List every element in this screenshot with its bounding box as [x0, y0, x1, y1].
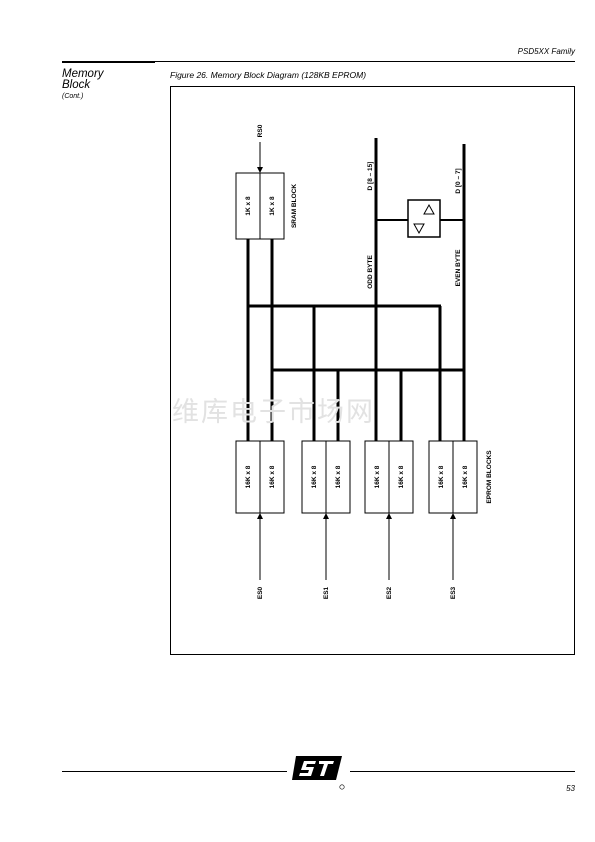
eprom-0b-label: 16K x 8	[269, 465, 276, 488]
section-title-line1: Memory	[62, 68, 104, 80]
sram-bus-wiring	[246, 239, 465, 441]
figure-caption: Figure 26. Memory Block Diagram (128KB E…	[170, 70, 367, 80]
section-title: Memory Block	[62, 69, 104, 90]
footer-rule-right	[350, 771, 575, 772]
d-low-label: D [0 – 7]	[455, 168, 462, 193]
eprom-bus-wiring	[312, 306, 442, 441]
sram-cell-1-label: 1K x 8	[245, 196, 252, 216]
rs0-label: RS0	[257, 124, 264, 137]
eprom-0a-label: 16K x 8	[245, 465, 252, 488]
footer-rule-left	[62, 771, 287, 772]
eprom-block-1: 16K x 8 16K x 8	[301, 440, 351, 514]
section-cont: (Cont.)	[62, 93, 84, 100]
watermark-text: 维库电子市场网	[172, 397, 375, 428]
eprom-1a-label: 16K x 8	[311, 465, 318, 488]
page-number: 53	[566, 784, 575, 793]
es2-label: ES2	[386, 586, 393, 599]
figure-frame	[170, 86, 575, 655]
eprom-select-arrows	[257, 513, 456, 580]
eprom-2b-label: 16K x 8	[398, 465, 405, 488]
eprom-3a-label: 16K x 8	[438, 465, 445, 488]
eprom-1b-label: 16K x 8	[335, 465, 342, 488]
d-high-label: D [8 – 15]	[367, 162, 374, 191]
es3-label: ES3	[450, 586, 457, 599]
bus-transceiver	[377, 199, 463, 238]
header-family: PSD5XX Family	[517, 47, 575, 56]
eprom-3b-label: 16K x 8	[462, 465, 469, 488]
sram-block-label: SRAM BLOCK	[291, 184, 298, 228]
eprom-block-2: 16K x 8 16K x 8	[364, 440, 414, 514]
eprom-block-0: 16K x 8 16K x 8	[235, 440, 285, 514]
eprom-2a-label: 16K x 8	[374, 465, 381, 488]
eprom-block-3: 16K x 8 16K x 8	[428, 440, 478, 514]
es0-label: ES0	[257, 586, 264, 599]
es1-label: ES1	[323, 586, 330, 599]
section-title-line2: Block	[62, 78, 91, 91]
top-rule-thick	[62, 61, 155, 63]
sram-cell-2-label: 1K x 8	[269, 196, 276, 216]
top-rule-thin	[155, 61, 575, 62]
sram-block: 1K x 8 1K x 8	[235, 172, 285, 240]
even-byte-label: EVEN BYTE	[455, 249, 462, 287]
eprom-blocks-label: EPROM BLOCKS	[486, 450, 493, 504]
odd-byte-label: ODD BYTE	[367, 255, 374, 289]
st-logo-icon	[292, 756, 345, 790]
